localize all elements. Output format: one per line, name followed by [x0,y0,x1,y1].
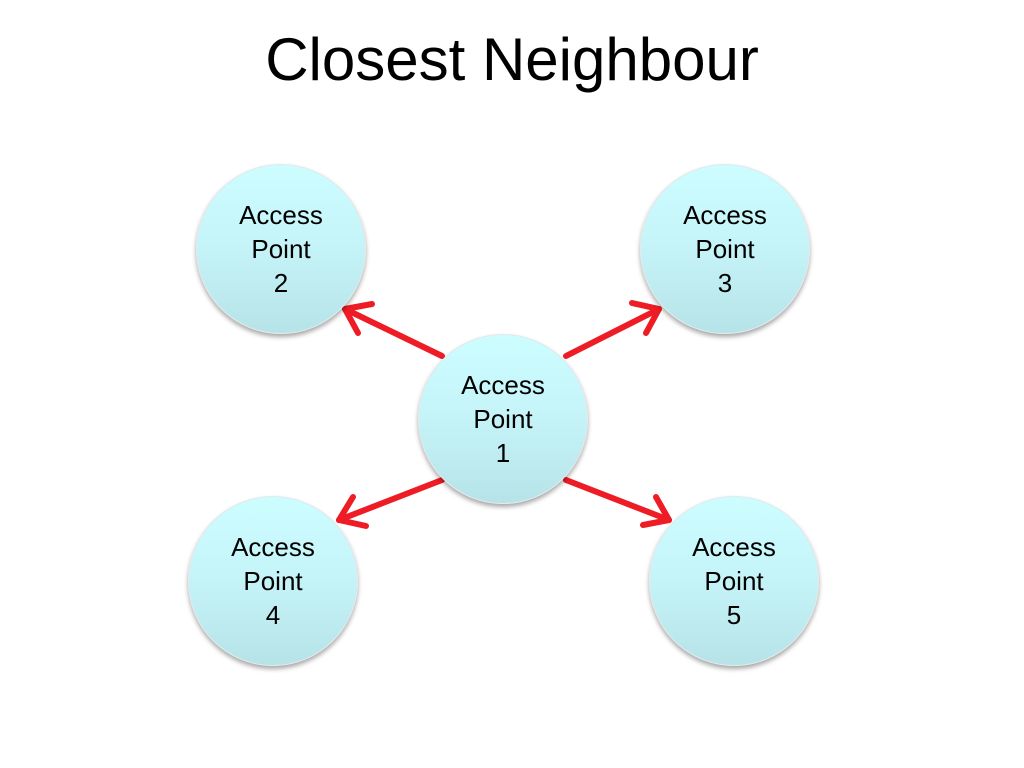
node-label-number: 4 [265,600,281,630]
node-label-number: 5 [726,600,742,630]
node-label-line2: Point [704,566,764,596]
arrow-1-to-3 [563,300,662,359]
node-label-number: 2 [273,268,289,298]
node-label-line2: Point [251,234,311,264]
node-label-line1: Access [461,370,545,400]
node-label-line1: Access [239,200,323,230]
arrow-1-to-5 [563,477,672,528]
node-label-line1: Access [231,532,315,562]
node-label-line2: Point [695,234,755,264]
arrow-1-to-4 [336,477,445,529]
slide-title: Closest Neighbour [265,26,759,93]
access-point-3-node: Access Point 3 [640,164,810,334]
access-point-4-node: Access Point 4 [188,496,358,666]
node-label-line2: Point [473,404,533,434]
node-label-number: 3 [717,268,733,298]
node-label-line1: Access [692,532,776,562]
access-point-1-node: Access Point 1 [418,334,588,504]
node-label-line2: Point [243,566,303,596]
arrow-1-to-2 [342,301,445,359]
node-label-number: 1 [495,438,511,468]
node-label-line1: Access [683,200,767,230]
access-point-2-node: Access Point 2 [196,164,366,334]
access-point-5-node: Access Point 5 [649,496,819,666]
